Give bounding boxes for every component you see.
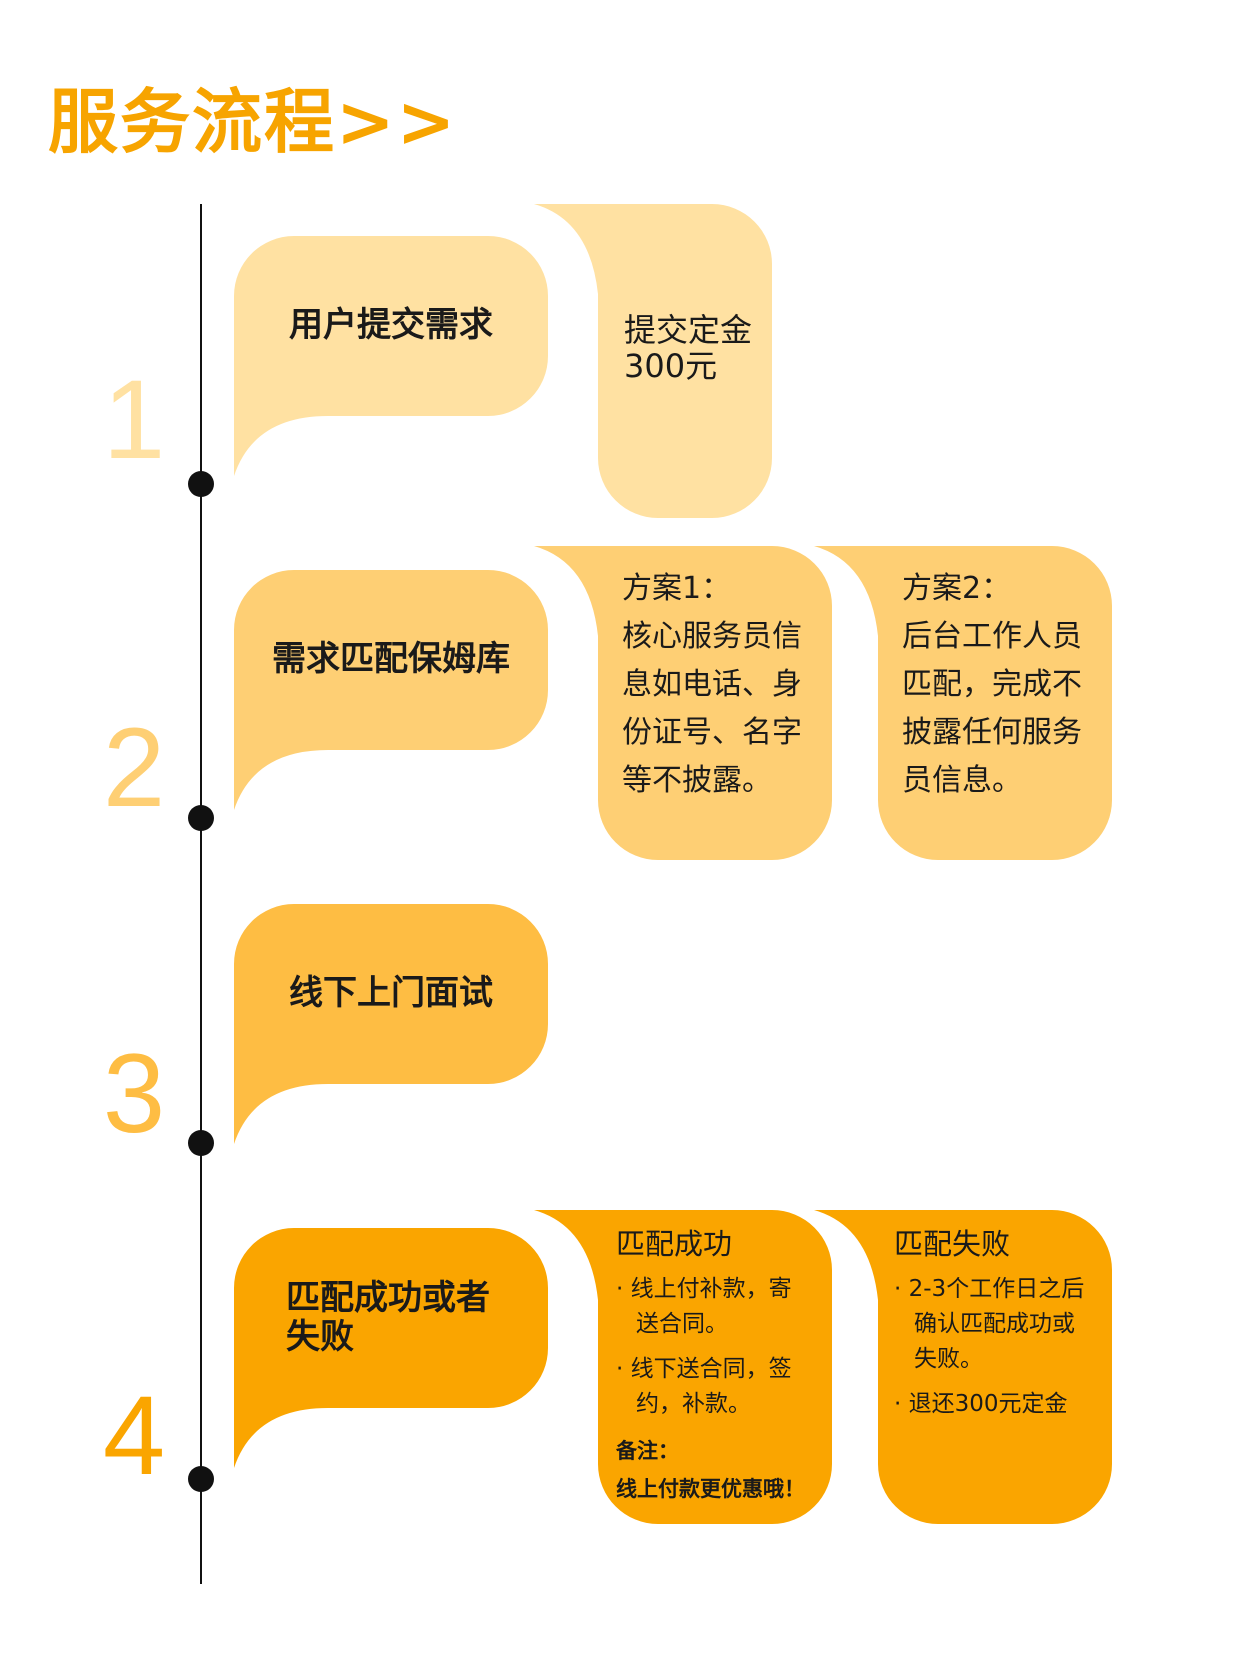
step-2-card-2-text: 方案2： 后台工作人员 匹配，完成不 披露任何服务 员信息。 (902, 571, 1082, 798)
success-bullet-2: · 线下送合同，签 约，补款。 (616, 1356, 792, 1417)
step-2-card-1-shape (534, 546, 832, 860)
step-3-label: 线下上门面试 (289, 973, 493, 1014)
step-4-card-success-shape (534, 1210, 832, 1524)
step-4-card-success (534, 1210, 832, 1524)
failure-bullet-1: · 2-3个工作日之后 确认匹配成功或 失败。 (894, 1276, 1085, 1372)
step-2-card-1 (534, 546, 832, 860)
step-4-card-success-text: 匹配成功 · 线上付补款，寄 送合同。 · 线下送合同，签 约，补款。 备注： … (616, 1224, 805, 1508)
failure-bullet-2: · 退还300元定金 (894, 1391, 1068, 1417)
step-1-bubble-shape (234, 236, 548, 476)
step-4-dot (188, 1466, 214, 1492)
timeline-line (200, 204, 202, 1584)
step-2-number: 2 (102, 705, 166, 830)
step-1-card-1 (534, 204, 772, 518)
step-2-bubble (234, 570, 548, 810)
step-3-dot (188, 1130, 214, 1156)
step-1-dot (188, 471, 214, 497)
step-2-bubble-shape (234, 570, 548, 810)
failure-title: 匹配失败 (894, 1227, 1011, 1261)
step-4-number: 4 (102, 1373, 166, 1498)
step-2-card-2 (814, 546, 1112, 860)
success-bullet-1: · 线上付补款，寄 送合同。 (616, 1276, 792, 1337)
step-2-card-1-text: 方案1： 核心服务员信 息如电话、身 份证号、名字 等不披露。 (622, 571, 802, 798)
step-4-card-failure-text: 匹配失败 · 2-3个工作日之后 确认匹配成功或 失败。 · 退还300元定金 (894, 1224, 1084, 1432)
step-3-number: 3 (102, 1031, 166, 1156)
note-text: 线上付款更优惠哦！ (616, 1477, 805, 1501)
step-3-bubble (234, 904, 548, 1144)
step-3-bubble-shape (234, 904, 548, 1144)
step-4-label: 匹配成功或者 失败 (286, 1277, 490, 1357)
step-1-label: 用户提交需求 (289, 305, 493, 346)
success-title: 匹配成功 (616, 1227, 733, 1261)
step-2-label: 需求匹配保姆库 (272, 639, 510, 680)
note-label: 备注： (616, 1439, 679, 1463)
step-1-number: 1 (102, 357, 166, 482)
page-title: 服务流程>> (48, 81, 458, 163)
step-4-card-failure (814, 1210, 1112, 1524)
step-1-card-1-shape (534, 204, 772, 518)
step-2-dot (188, 805, 214, 831)
step-4-bubble-shape (234, 1228, 548, 1468)
step-4-bubble (234, 1228, 548, 1468)
step-1-bubble (234, 236, 548, 476)
step-1-card-1-text: 提交定金 300元 (624, 311, 753, 385)
step-4-card-failure-shape (814, 1210, 1112, 1524)
step-2-card-2-shape (814, 546, 1112, 860)
